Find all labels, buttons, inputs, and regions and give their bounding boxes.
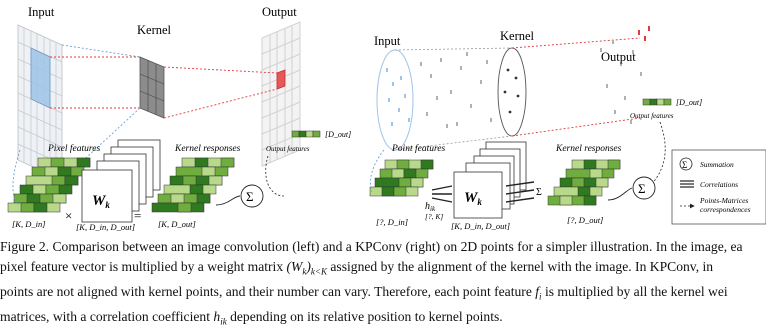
right-kernel-ellipse (497, 47, 527, 137)
right-h-label: hik (425, 201, 436, 213)
right-kernel-points (503, 68, 520, 114)
right-dim-weight: [K, D_in, D_out] (451, 221, 510, 231)
right-projection-lines (511, 37, 641, 137)
left-output-features-label: Output features (266, 145, 310, 153)
caption-math-fi: fi (535, 283, 542, 302)
legend-correspondence-line1: Points-Matrices (699, 196, 748, 205)
legend-summation-text: Summation (700, 160, 734, 169)
pixel-features-label: Pixel features (47, 143, 100, 154)
figure-caption: Figure 2. Comparison between an image co… (0, 237, 766, 333)
right-sum-arc (607, 187, 633, 201)
left-panel: Input Kernel Output [D_out] Output featu… (7, 5, 351, 232)
legend-correspondence-text: Points-Matrices correspondences (699, 196, 751, 214)
right-kernel-responses-stack (547, 159, 621, 206)
left-output-arrow (265, 155, 285, 197)
caption-line-1: Figure 2. Comparison between an image co… (0, 239, 743, 254)
left-times-symbol: × (65, 208, 72, 223)
left-sum-circle (240, 184, 264, 208)
right-input-to-features-arrow (370, 149, 385, 193)
projection-lines (50, 56, 278, 119)
right-panel: Input Kernel Output [D_out] Output featu… (369, 26, 766, 231)
point-features-stack (369, 159, 434, 197)
input-grid (17, 24, 63, 181)
legend-correlations-text: Correlations (700, 180, 738, 189)
left-input-label: Input (28, 5, 55, 19)
right-output-corr-arrows (505, 181, 535, 203)
legend-box: Σ Summation Correlations Points-Matrices… (671, 149, 766, 225)
left-output-label: Output (262, 5, 297, 19)
kernel-grid (139, 56, 165, 119)
legend-correspondence-line2: correspondences (700, 205, 751, 214)
right-output-arrow (649, 121, 666, 187)
right-input-points (386, 68, 410, 126)
right-input-ellipse (376, 49, 414, 151)
right-mid-sum-symbol: Σ (536, 187, 542, 198)
right-kernel-responses-label: Kernel responses (555, 144, 622, 154)
caption-line-2: pixel feature vector is multiplied by a … (0, 258, 714, 277)
left-kernel-label: Kernel (137, 23, 172, 37)
right-correlation-arrows (431, 185, 453, 203)
right-scatter-points (420, 52, 492, 128)
caption-line-3: points are not aligned with kernel point… (0, 283, 728, 302)
legend-correlations-icon (680, 180, 694, 188)
right-output-label: Output (601, 50, 636, 64)
caption-line-4: matrices, with a correlation coefficient… (0, 309, 503, 327)
left-dim-weight: [K, D_in, D_out] (76, 222, 135, 232)
right-weight-stack (453, 141, 527, 219)
left-sum-symbol: Σ (246, 189, 254, 204)
right-dim-input: [?, D_in] (376, 217, 408, 227)
caption-math-wk: (Wk)k<K (286, 258, 327, 277)
left-dim-input: [K, D_in] (12, 219, 46, 229)
figure-diagram: Input Kernel Output [D_out] Output featu… (7, 5, 766, 232)
right-output-features-dim: [D_out] (676, 98, 702, 107)
pixel-features-stack (7, 157, 91, 213)
right-output-features-label: Output features (630, 112, 674, 120)
right-kernel-label: Kernel (500, 29, 535, 43)
right-sum-symbol: Σ (638, 181, 646, 196)
legend-sum-symbol: Σ (682, 160, 687, 170)
right-input-label: Input (374, 34, 401, 48)
right-output-features-bar (642, 98, 672, 106)
left-output-features-bar (291, 130, 321, 138)
left-weight-stack (81, 139, 161, 223)
right-dim-output: [?, D_out] (567, 215, 603, 225)
left-input-to-features-arrow (12, 149, 21, 206)
right-sum-circle (632, 176, 656, 200)
left-equals-symbol: = (134, 208, 141, 223)
left-dim-output: [K, D_out] (158, 219, 196, 229)
left-output-features-dim: [D_out] (325, 130, 351, 139)
point-features-label: Point features (391, 143, 446, 154)
left-kernel-responses-stack (151, 157, 235, 213)
kernel-responses-label: Kernel responses (174, 144, 241, 154)
right-output-highlight (638, 26, 650, 41)
right-h-dim: [?, K] (425, 212, 443, 221)
left-sum-arc (215, 195, 241, 206)
